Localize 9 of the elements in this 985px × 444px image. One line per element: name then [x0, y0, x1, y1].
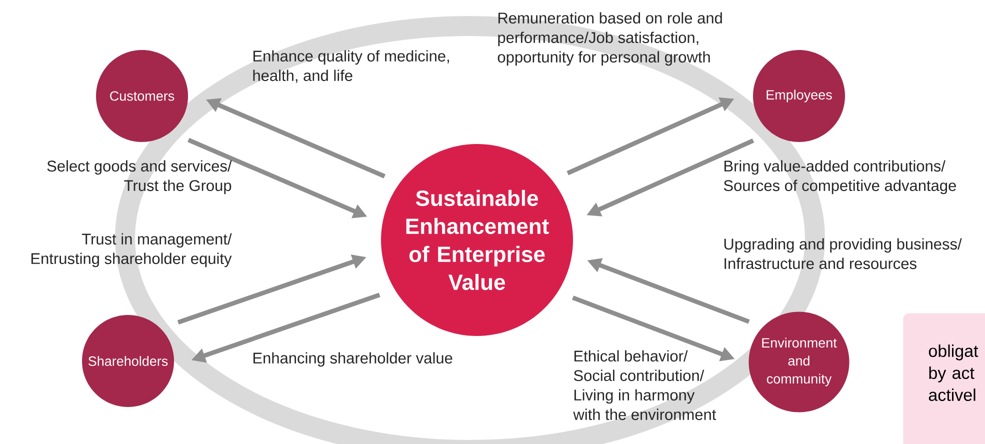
- relation-text: Select goods and services/ Trust the Group: [47, 160, 232, 194]
- relation-text: Ethical behavior/ Social contribution/ Living in harmony with the environment: [573, 350, 716, 420]
- note-box: obligat by act activel: [903, 313, 985, 444]
- relation-text: Upgrading and providing business/ Infrastructure and resources: [724, 238, 962, 270]
- relation-text: Enhancing shareholder value: [253, 352, 452, 367]
- relation-text: Enhance quality of medicine, health, and life: [253, 50, 449, 83]
- relation-text: Trust in management/ Entrusting shareholder equity: [31, 233, 232, 268]
- relation-text: Remuneration based on role and performance/Job satisfaction, opportunity for personal growth: [498, 12, 722, 66]
- relation-text: Bring value-added contributions/ Sources of competitive advantage: [724, 160, 956, 194]
